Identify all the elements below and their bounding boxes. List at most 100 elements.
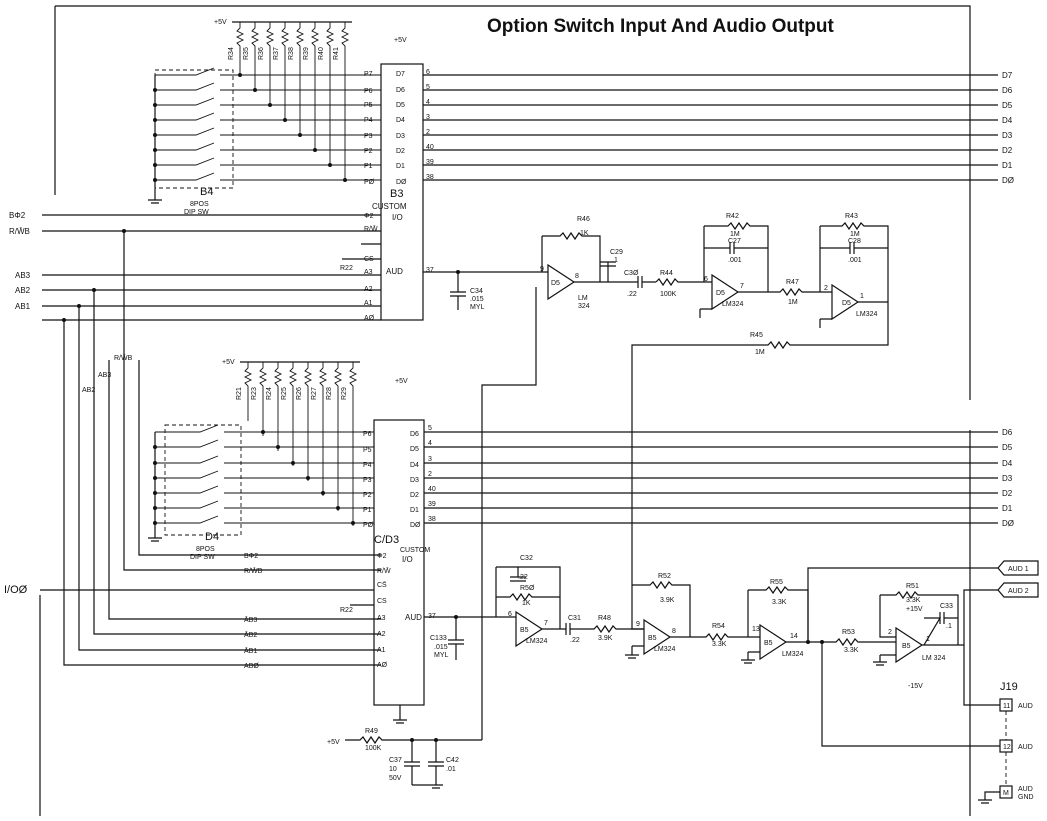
svg-text:10: 10 bbox=[389, 766, 397, 773]
svg-text:AUD: AUD bbox=[1018, 744, 1033, 751]
pin-p5: P5 bbox=[364, 102, 373, 109]
svg-text:1M: 1M bbox=[850, 231, 860, 238]
svg-text:D5: D5 bbox=[551, 280, 560, 287]
svg-text:M: M bbox=[1003, 790, 1009, 797]
svg-text:MYL: MYL bbox=[470, 304, 485, 311]
svg-text:GND: GND bbox=[1018, 794, 1034, 801]
svg-text:1M: 1M bbox=[788, 299, 798, 306]
svg-text:39: 39 bbox=[428, 501, 436, 508]
svg-text:.015: .015 bbox=[470, 296, 484, 303]
svg-text:LM324: LM324 bbox=[722, 301, 744, 308]
svg-text:3.9K: 3.9K bbox=[598, 635, 613, 642]
chip-b3-ref: B3 bbox=[390, 188, 403, 200]
svg-text:1M: 1M bbox=[755, 349, 765, 356]
svg-text:9: 9 bbox=[636, 621, 640, 628]
svg-text:.001: .001 bbox=[848, 257, 862, 264]
dip-b4-type: DIP SW bbox=[184, 209, 209, 216]
svg-text:.22: .22 bbox=[518, 574, 528, 581]
bus-label-d4: D4 bbox=[1002, 116, 1013, 125]
lower-bphi2: BΦ2 bbox=[244, 553, 258, 560]
svg-text:P5: P5 bbox=[363, 447, 372, 454]
svg-text:+5V: +5V bbox=[214, 19, 227, 26]
svg-text:5: 5 bbox=[428, 425, 432, 432]
svg-text:R/W̄B: R/W̄B bbox=[114, 354, 133, 362]
bus-pin-d2: 40 bbox=[426, 144, 434, 151]
svg-text:R35: R35 bbox=[243, 47, 250, 60]
bus-label-d3: D3 bbox=[1002, 131, 1013, 140]
pin-p3: P3 bbox=[364, 133, 373, 140]
svg-text:R26: R26 bbox=[296, 387, 303, 400]
svg-text:D2: D2 bbox=[410, 492, 419, 499]
svg-text:P6: P6 bbox=[363, 431, 372, 438]
svg-text:CS̄: CS̄ bbox=[377, 581, 387, 589]
svg-text:R29: R29 bbox=[341, 387, 348, 400]
dip-b4-ref: B4 bbox=[200, 186, 213, 198]
svg-text:R28: R28 bbox=[326, 387, 333, 400]
dip-d4-ref: D4 bbox=[205, 531, 219, 543]
svg-text:R55: R55 bbox=[770, 579, 783, 586]
chip-d3-port-pins: P6 P5 P4 P3 P2 P1 PØ bbox=[363, 431, 374, 529]
upper-r22-ref: R22 bbox=[340, 265, 353, 272]
svg-text:PØ: PØ bbox=[363, 522, 374, 529]
svg-text:R27: R27 bbox=[311, 387, 318, 400]
svg-text:4: 4 bbox=[428, 440, 432, 447]
svg-text:40: 40 bbox=[428, 486, 436, 493]
svg-text:+5V: +5V bbox=[327, 739, 340, 746]
bus-pin-d5: 4 bbox=[426, 99, 430, 106]
svg-text:.1: .1 bbox=[946, 623, 952, 630]
chip-d3-supply: +5V bbox=[395, 378, 408, 385]
chip-b3-line1: CUSTOM bbox=[372, 202, 407, 211]
svg-text:12: 12 bbox=[1003, 744, 1011, 751]
svg-text:AB3: AB3 bbox=[98, 372, 111, 379]
pin-p2: P2 bbox=[364, 148, 373, 155]
svg-text:R39: R39 bbox=[303, 47, 310, 60]
bus-label-d7: D7 bbox=[1002, 71, 1013, 80]
resistor-pack-lower: +5V R21 R23 R24 R25 R26 R27 R28 R29 bbox=[222, 359, 360, 526]
svg-text:R40: R40 bbox=[318, 47, 325, 60]
signal-rwb: R/W̄B bbox=[9, 227, 30, 236]
svg-text:R5Ø: R5Ø bbox=[520, 585, 535, 592]
svg-text:C29: C29 bbox=[610, 249, 623, 256]
bus-pin-d4: 3 bbox=[426, 114, 430, 121]
svg-text:6: 6 bbox=[704, 276, 708, 283]
bus-label-d0: DØ bbox=[1002, 176, 1014, 185]
lower-bus-label-d3: D3 bbox=[1002, 474, 1013, 483]
pin-rw: R/W̄ bbox=[364, 225, 378, 233]
svg-text:AUD 2: AUD 2 bbox=[1008, 588, 1029, 595]
chip-d5-label: D5 bbox=[396, 102, 405, 109]
svg-text:38: 38 bbox=[428, 516, 436, 523]
svg-text:R34: R34 bbox=[228, 47, 235, 60]
resistor-pack-upper: +5V R34 R35 R36 R37 R38 R39 R40 R41 bbox=[214, 19, 352, 181]
chip-d0-label: DØ bbox=[396, 179, 407, 186]
chip-d7-label: D7 bbox=[396, 71, 405, 78]
bus-label-d2: D2 bbox=[1002, 146, 1013, 155]
chip-d3-line1: CUSTOM bbox=[400, 547, 430, 554]
svg-text:AUD: AUD bbox=[1018, 703, 1033, 710]
svg-text:.015: .015 bbox=[434, 644, 448, 651]
lower-ab2: ĀB2 bbox=[244, 631, 257, 639]
svg-text:8: 8 bbox=[575, 273, 579, 280]
svg-text:B5: B5 bbox=[648, 635, 657, 642]
chip-d3-ground bbox=[393, 705, 407, 724]
svg-text:1K: 1K bbox=[580, 230, 589, 237]
svg-text:324: 324 bbox=[578, 303, 590, 310]
svg-text:LM324: LM324 bbox=[654, 646, 676, 653]
svg-text:P2: P2 bbox=[363, 492, 372, 499]
lower-bus-label-d6: D6 bbox=[1002, 428, 1013, 437]
pin-a3: A3 bbox=[364, 269, 373, 276]
signal-ab2: AB2 bbox=[15, 286, 31, 295]
svg-text:C42: C42 bbox=[446, 757, 459, 764]
chip-d6-label: D6 bbox=[396, 87, 405, 94]
lower-bus-label-d1: D1 bbox=[1002, 504, 1013, 513]
svg-text:Φ2: Φ2 bbox=[377, 553, 387, 560]
pin-p6: P6 bbox=[364, 88, 373, 95]
svg-text:2: 2 bbox=[888, 629, 892, 636]
svg-text:LM324: LM324 bbox=[526, 638, 548, 645]
chip-d3-label: D3 bbox=[396, 133, 405, 140]
svg-text:D6: D6 bbox=[410, 431, 419, 438]
dip-b4-part: 8POS bbox=[190, 201, 209, 208]
dip-d4-type: DIP SW bbox=[190, 554, 215, 561]
aud1-output-tag: AUD 1 bbox=[997, 560, 1039, 576]
svg-text:3.3K: 3.3K bbox=[712, 641, 727, 648]
